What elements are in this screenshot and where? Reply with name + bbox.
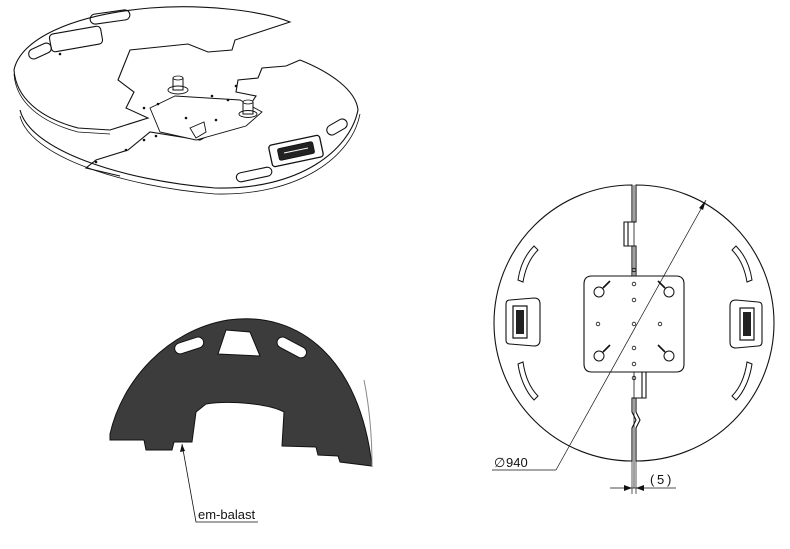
iso-handle-slot-top xyxy=(89,9,131,25)
iso-upper-plate xyxy=(13,6,292,131)
iso-upper-plate-thickness xyxy=(13,73,111,135)
plan-fittings xyxy=(593,286,675,362)
iso-holes xyxy=(58,52,238,164)
callout-leader xyxy=(181,443,258,523)
diameter-label: 940 xyxy=(506,455,528,470)
plan-slot-lower-right xyxy=(731,361,753,401)
iso-handle-cutout-left xyxy=(48,25,104,53)
callout-arrow xyxy=(180,444,185,452)
plan-slot-lower-left xyxy=(517,361,539,401)
plan-center-plate xyxy=(583,275,685,373)
iso-handle-grip xyxy=(268,134,324,168)
plan-slot-upper-right xyxy=(731,245,753,283)
iso-slot-right xyxy=(326,118,348,136)
callout-em-balast: em-balast xyxy=(198,507,255,522)
gap-arrow-left xyxy=(624,485,632,491)
diameter-arrow-top xyxy=(699,200,706,210)
iso-slot-left xyxy=(28,42,52,60)
plan-holes xyxy=(595,267,663,381)
plan-slot-upper-left xyxy=(517,245,539,283)
gap-arrow-right xyxy=(636,485,644,491)
iso-center-plate xyxy=(149,95,263,141)
diameter-dimension-line xyxy=(555,199,707,471)
ballast-slot-left xyxy=(174,336,205,355)
iso-lower-plate-edge xyxy=(19,113,361,195)
gap-paren-left: ( xyxy=(650,472,655,487)
gap-label: 5 xyxy=(657,472,664,487)
plan-fitting-levers xyxy=(602,280,666,353)
ballast-edge-highlight xyxy=(363,379,373,467)
plan-handle-right xyxy=(729,299,763,349)
iso-fitting-2 xyxy=(238,99,258,118)
isometric-base-view xyxy=(13,6,361,195)
plan-handle-left xyxy=(505,297,541,347)
plan-view: ∅ 940 ( 5 ) xyxy=(492,184,775,494)
diameter-symbol: ∅ xyxy=(494,455,505,470)
ballast-plate xyxy=(109,318,373,467)
iso-fitting-3 xyxy=(189,121,207,139)
ballast-plate-view: em-balast xyxy=(109,318,373,523)
ballast-cutout-center xyxy=(217,329,261,357)
iso-slot-bottom xyxy=(235,166,273,183)
iso-fitting-1 xyxy=(167,75,189,95)
ballast-slot-right xyxy=(276,336,308,359)
gap-paren-right: ) xyxy=(667,472,671,487)
